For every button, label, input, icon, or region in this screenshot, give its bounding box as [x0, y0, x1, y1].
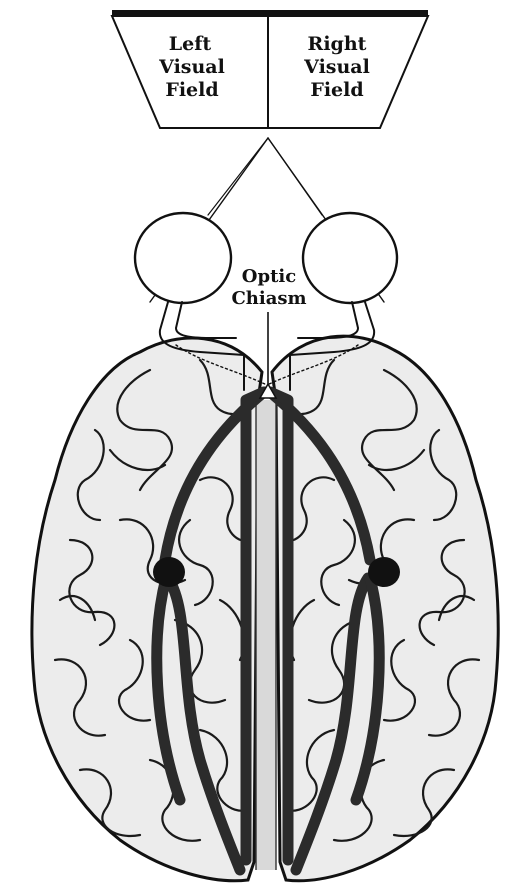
chiasm-line1: Optic [242, 266, 296, 287]
right-field-line2: Visual [303, 56, 370, 78]
sight-line-right-inner [268, 138, 322, 215]
left-lgn-node [153, 557, 185, 587]
right-field-line1: Right [308, 33, 367, 55]
right-field-line3: Field [310, 79, 363, 101]
right-eye [303, 213, 397, 303]
right-visual-field-label: Right Visual Field [303, 33, 370, 101]
left-eye [135, 213, 231, 303]
sight-line-left-inner [208, 138, 268, 215]
right-lgn-node [368, 557, 400, 587]
left-field-line3: Field [165, 79, 218, 101]
left-field-line2: Visual [158, 56, 225, 78]
left-field-line1: Left [169, 33, 212, 55]
chiasm-line2: Chiasm [231, 288, 306, 309]
brain [32, 336, 498, 881]
left-optic-nerve-inner [176, 302, 236, 338]
right-optic-nerve-inner [298, 302, 358, 338]
right-hemisphere [272, 336, 498, 881]
longitudinal-fissure [256, 400, 276, 870]
